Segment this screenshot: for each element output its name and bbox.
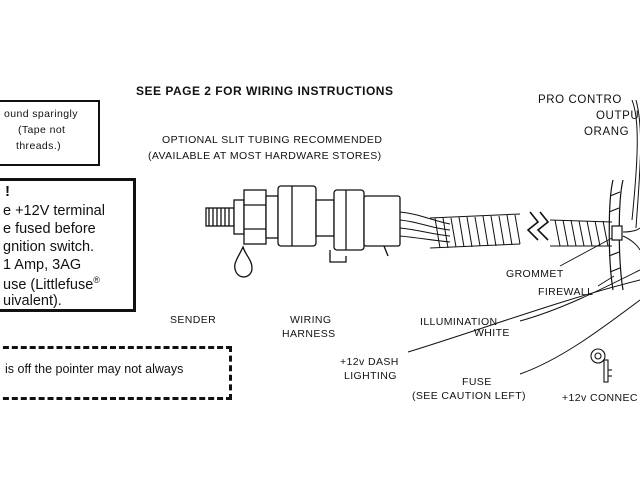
caution-line-2: e fused before [3, 221, 96, 237]
sender-icon [205, 185, 317, 247]
grommet-label: GROMMET [506, 268, 564, 280]
sealant-drop-icon [234, 245, 253, 278]
caution-heading: ! [5, 183, 10, 200]
caution-line-6: uivalent). [3, 293, 62, 309]
illumination-label-line-2: WHITE [474, 327, 510, 339]
caution-line-5: use (Littlefuse® [3, 275, 100, 293]
dash-lighting-label-line-2: LIGHTING [344, 370, 397, 382]
sealant-note-line-3: threads.) [16, 140, 62, 152]
harness-connector-icon [315, 189, 401, 263]
fuse-label-line-2: (SEE CAUTION LEFT) [412, 390, 526, 402]
sealant-note-box: ound sparingly (Tape not threads.) [0, 100, 100, 166]
caution-line-1: e +12V terminal [3, 203, 105, 219]
ignition-key-icon [590, 348, 612, 383]
sealant-note-line-1: ound sparingly [4, 108, 78, 120]
illumination-label-line-1: ILLUMINATION [420, 316, 498, 328]
pro-control-label-line-2: OUTPU [596, 110, 640, 122]
break-mark-icon [526, 211, 550, 241]
pro-control-label-line-1: PRO CONTRO [538, 94, 622, 106]
tubing-label-line-1: OPTIONAL SLIT TUBING RECOMMENDED [162, 134, 383, 146]
slit-tubing-icon [429, 213, 521, 249]
pro-control-label-line-3: ORANG [584, 126, 630, 138]
caution-box: ! e +12V terminal e fused before gnition… [0, 178, 136, 312]
wiring-harness-label-line-2: HARNESS [282, 328, 336, 340]
firewall-label: FIREWALL [538, 286, 594, 298]
tubing-label-line-2: (AVAILABLE AT MOST HARDWARE STORES) [148, 150, 382, 162]
caution-line-3: gnition switch. [3, 239, 95, 255]
caution-line-4: 1 Amp, 3AG [3, 257, 82, 273]
dash-lighting-label-line-1: +12v DASH [340, 356, 399, 368]
power-note-text: is off the pointer may not always [5, 362, 184, 376]
caution-line-5-text: use (Littlefuse [3, 276, 94, 293]
page-title: SEE PAGE 2 FOR WIRING INSTRUCTIONS [136, 84, 394, 98]
connect-label: +12v CONNEC [562, 392, 638, 404]
firewall-icon [608, 179, 624, 291]
registered-mark: ® [93, 275, 100, 285]
wiring-harness-label-line-1: WIRING [290, 314, 332, 326]
sealant-note-line-2: (Tape not [18, 124, 66, 136]
sender-label: SENDER [170, 314, 217, 326]
fuse-label-line-1: FUSE [462, 376, 492, 388]
power-note-box: is off the pointer may not always [0, 346, 232, 400]
